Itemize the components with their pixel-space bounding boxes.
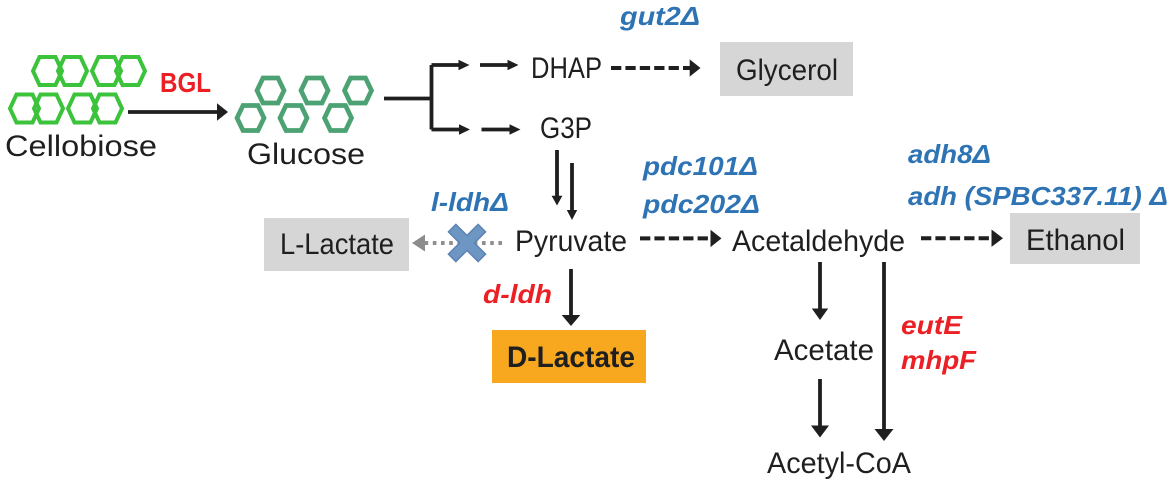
svg-text:L-Lactate: L-Lactate bbox=[280, 228, 394, 261]
svg-text:pdc202Δ: pdc202Δ bbox=[642, 189, 760, 219]
svg-text:DHAP: DHAP bbox=[531, 52, 602, 85]
svg-text:d-ldh: d-ldh bbox=[483, 279, 552, 309]
svg-text:Glycerol: Glycerol bbox=[736, 54, 838, 87]
svg-text:l-ldhΔ: l-ldhΔ bbox=[431, 187, 509, 217]
svg-text:G3P: G3P bbox=[540, 112, 592, 145]
svg-text:mhpF: mhpF bbox=[901, 345, 977, 375]
svg-text:D-Lactate: D-Lactate bbox=[507, 341, 635, 374]
svg-text:Acetaldehyde: Acetaldehyde bbox=[732, 225, 905, 258]
svg-text:Acetate: Acetate bbox=[774, 334, 874, 367]
svg-text:Pyruvate: Pyruvate bbox=[515, 225, 627, 258]
svg-text:BGL: BGL bbox=[160, 67, 211, 98]
svg-text:Cellobiose: Cellobiose bbox=[5, 130, 157, 163]
svg-text:adh8Δ: adh8Δ bbox=[908, 139, 991, 169]
svg-text:Glucose: Glucose bbox=[247, 138, 365, 171]
svg-text:adh (SPBC337.11) Δ: adh (SPBC337.11) Δ bbox=[908, 181, 1168, 211]
svg-text:Acetyl-CoA: Acetyl-CoA bbox=[767, 447, 911, 480]
svg-text:pdc101Δ: pdc101Δ bbox=[642, 151, 758, 181]
svg-text:eutE: eutE bbox=[901, 310, 963, 340]
svg-text:gut2Δ: gut2Δ bbox=[619, 1, 700, 31]
svg-text:Ethanol: Ethanol bbox=[1026, 224, 1125, 257]
